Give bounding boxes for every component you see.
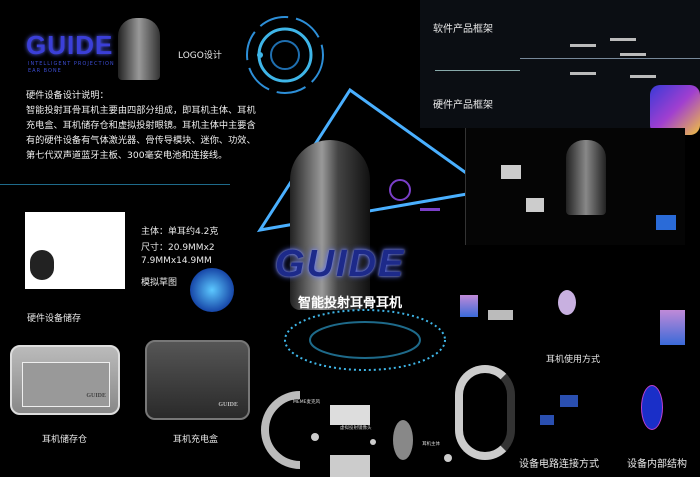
usage-diagram <box>460 275 700 345</box>
software-framework-title: 软件产品框架 <box>433 24 493 35</box>
description-body: 智能投射耳骨耳机主要由四部分组成，即耳机主体、耳机充电盒、耳机储存仓和虚拟投射眼… <box>26 105 256 161</box>
thumb <box>488 310 513 320</box>
storage-case-label: 耳机储存仓 <box>42 435 88 445</box>
hardware-description: 硬件设备设计说明： 智能投射耳骨耳机主要由四部分组成，即耳机主体、耳机充电盒、耳… <box>26 88 258 163</box>
face-image <box>660 310 685 345</box>
hardware-framework-title: 硬件产品框架 <box>433 100 493 111</box>
hud-circle-icon <box>246 16 324 94</box>
label-main-body: 耳机主体 <box>422 442 440 447</box>
accent-bar <box>420 208 440 211</box>
charging-case-label: 耳机充电盒 <box>173 435 219 445</box>
robot-figure-image <box>290 140 370 310</box>
component-thumb <box>526 198 544 212</box>
hardware-framework-diagram <box>465 128 685 245</box>
robot-bust-image <box>118 18 160 80</box>
circuit-title: 设备电路连接方式 <box>519 459 599 470</box>
spec-weight: 主体：单耳约4.2克 <box>141 227 219 237</box>
label-projection: 虚拟投射镜像头 <box>340 426 372 431</box>
center-logo: GUIDE <box>275 243 406 285</box>
logo-subtitle-2: EAR BONE <box>28 68 62 74</box>
robot-bust-image <box>566 140 606 215</box>
logo-design-label: LOGO设计 <box>178 51 222 61</box>
description-heading: 硬件设备设计说明： <box>26 90 109 101</box>
earphone-exploded-image <box>261 391 452 477</box>
charging-case-image: GUIDE <box>145 340 250 420</box>
usage-title: 耳机使用方式 <box>546 355 601 365</box>
divider <box>0 184 230 185</box>
computer-icon <box>656 215 676 230</box>
circuit-diagram <box>520 380 620 435</box>
hand-image <box>650 85 700 135</box>
earphone-ring-image <box>455 365 515 460</box>
product-title: 智能投射耳骨耳机 <box>298 296 403 311</box>
logo-subtitle: INTELLIGENT PROJECTION <box>28 61 115 67</box>
label-mic: MEME麦克风 <box>293 400 320 405</box>
hud-platform-icon <box>284 309 446 371</box>
spec-size-2: 7.9MMx14.9MM <box>141 256 212 266</box>
internal-title: 设备内部结构 <box>627 459 687 470</box>
storage-case-image: GUIDE <box>10 345 120 415</box>
storage-heading: 硬件设备储存 <box>27 314 82 324</box>
software-framework-panel: 软件产品框架 硬件产品框架 <box>420 0 700 135</box>
internal-structure-image <box>641 385 663 430</box>
face-image <box>558 290 576 315</box>
spec-size-1: 尺寸：20.9MMx2 <box>141 243 215 253</box>
globe-icon <box>190 268 234 312</box>
case-brand: GUIDE <box>86 393 106 399</box>
guide-logo: GUIDE <box>26 30 114 60</box>
sketch-image <box>25 212 125 289</box>
face-image <box>460 295 478 317</box>
case-brand: GUIDE <box>218 402 238 408</box>
sketch-label: 模拟草图 <box>141 278 178 288</box>
component-thumb <box>501 165 521 179</box>
